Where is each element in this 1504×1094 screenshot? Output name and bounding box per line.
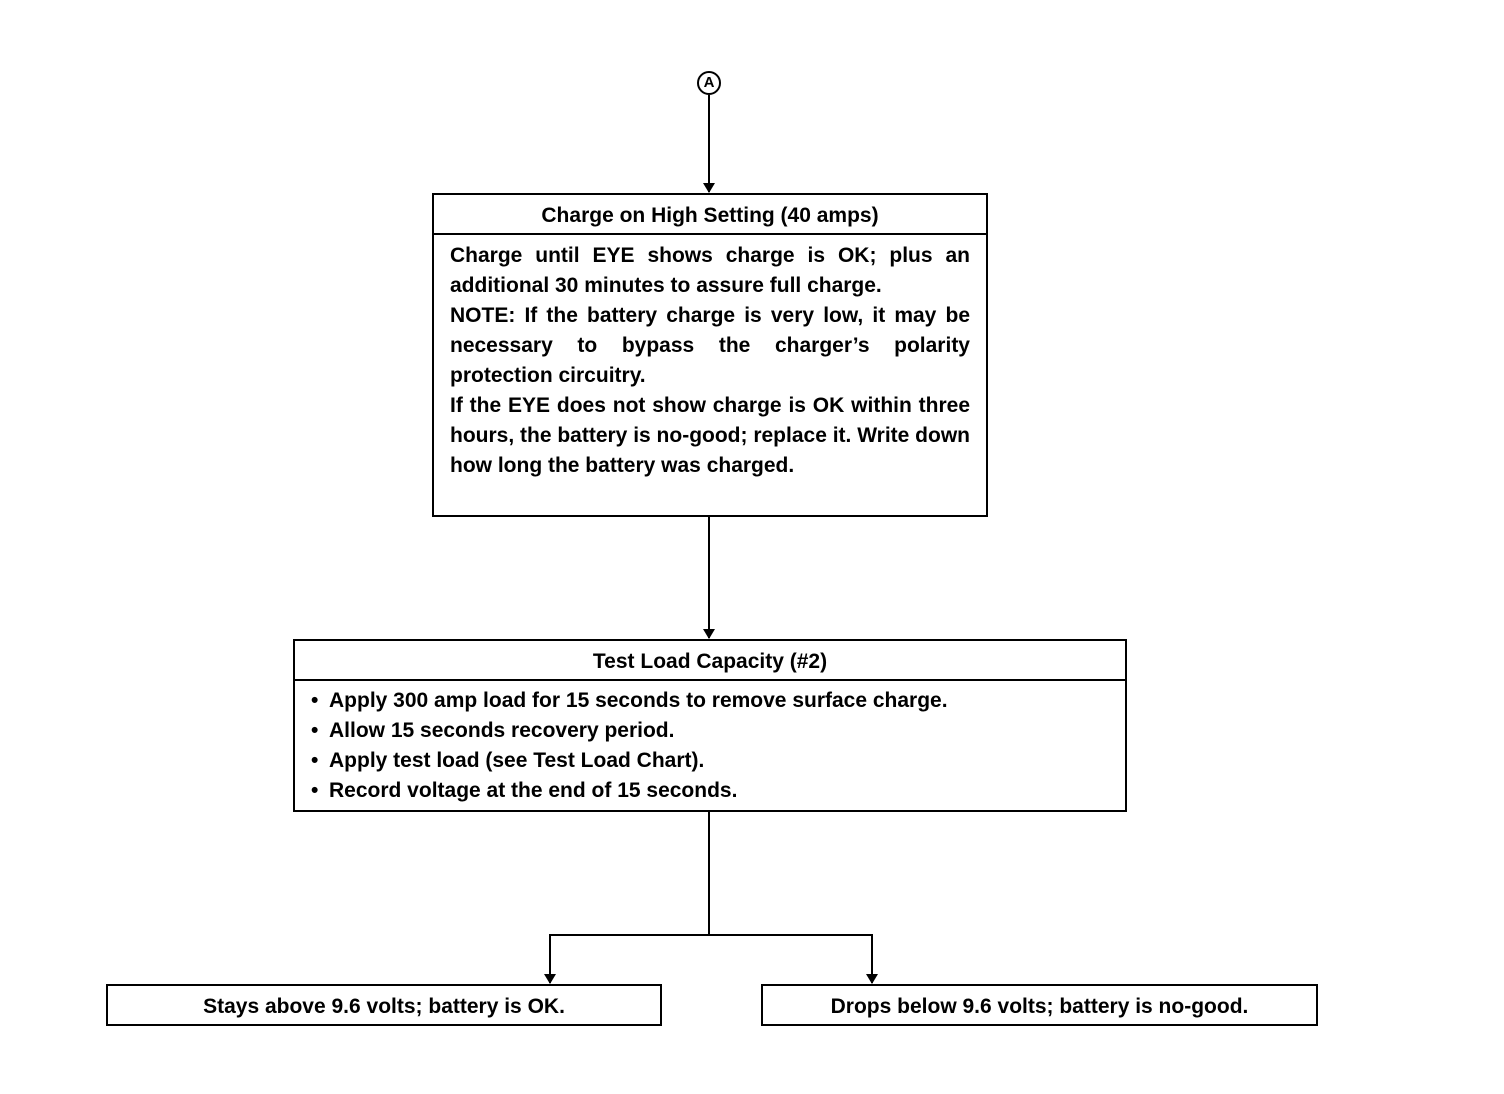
test-load-title: Test Load Capacity (#2): [295, 641, 1125, 681]
charge-instruction: Charge until EYE shows charge is OK; plu…: [450, 244, 970, 297]
result-battery-ok: Stays above 9.6 volts; battery is OK.: [106, 984, 662, 1026]
test-step: Apply test load (see Test Load Chart).: [311, 746, 1125, 776]
charge-warning: If the EYE does not show charge is OK wi…: [450, 394, 970, 477]
test-step: Record voltage at the end of 15 seconds.: [311, 776, 1125, 806]
test-step: Allow 15 seconds recovery period.: [311, 716, 1125, 746]
test-load-steps: Apply 300 amp load for 15 seconds to rem…: [295, 681, 1125, 806]
charge-step-body: Charge until EYE shows charge is OK; plu…: [434, 235, 986, 481]
charge-step-title: Charge on High Setting (40 amps): [434, 195, 986, 235]
charge-note: NOTE: If the battery charge is very low,…: [450, 304, 970, 387]
connector-a: A: [697, 71, 721, 95]
test-step: Apply 300 amp load for 15 seconds to rem…: [311, 686, 1125, 716]
charge-step-box: Charge on High Setting (40 amps) Charge …: [432, 193, 988, 517]
test-load-box: Test Load Capacity (#2) Apply 300 amp lo…: [293, 639, 1127, 812]
result-battery-no-good: Drops below 9.6 volts; battery is no-goo…: [761, 984, 1318, 1026]
